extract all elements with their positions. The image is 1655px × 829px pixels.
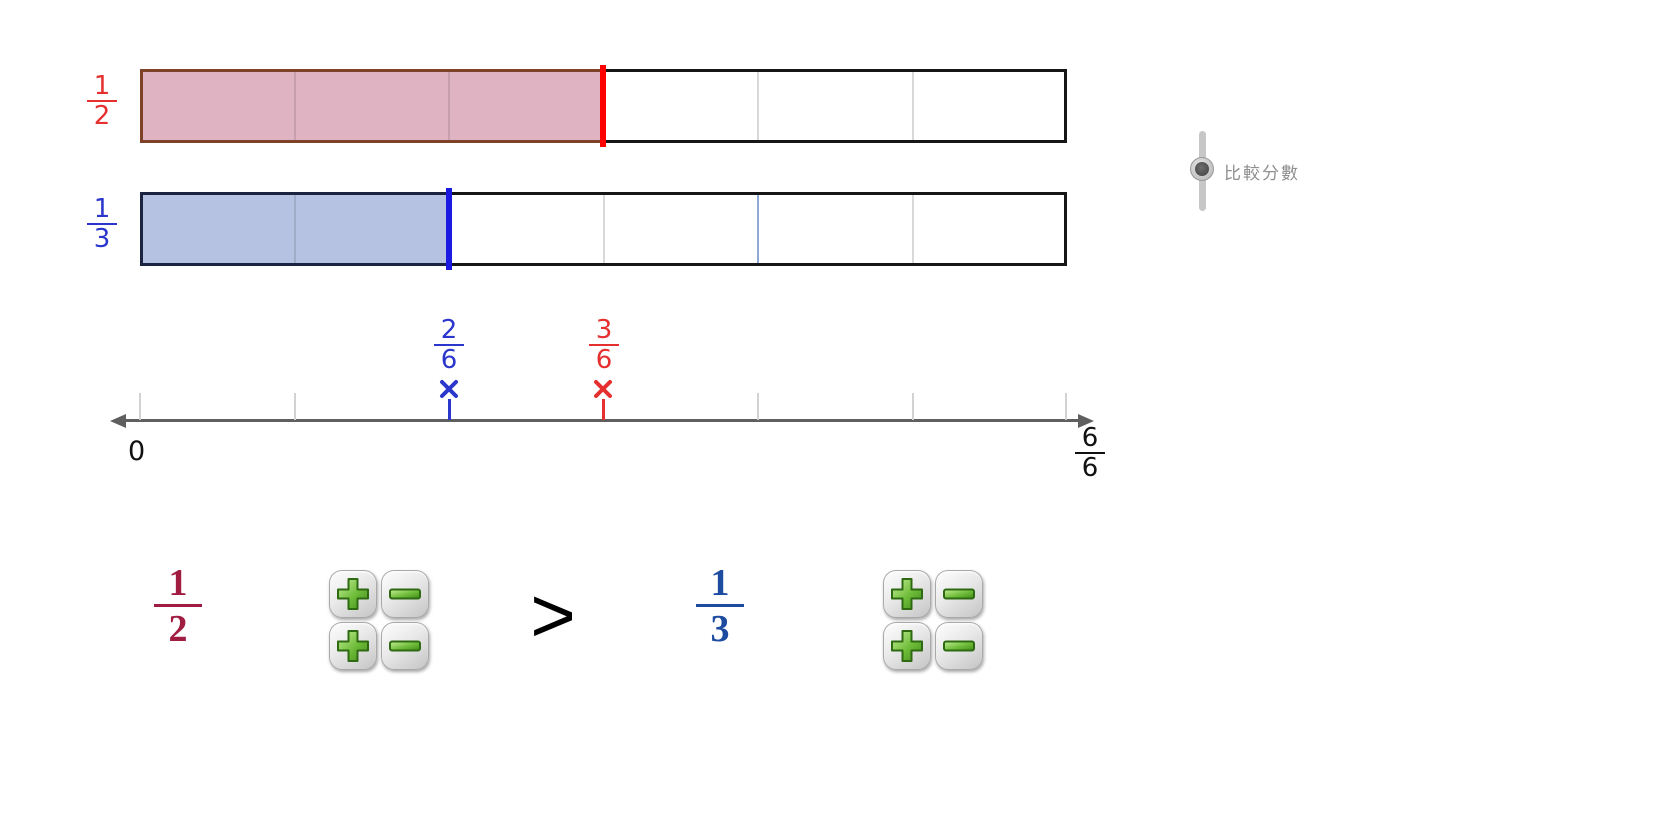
blue-bar-divider-1 — [294, 195, 296, 263]
right-numerator-plus-button[interactable] — [883, 570, 931, 618]
red-point-label: 3 6 — [589, 316, 619, 374]
red-cross-marker[interactable] — [593, 379, 613, 399]
blue-point-stem — [448, 399, 451, 420]
blue-bar-divider-3 — [603, 195, 605, 263]
number-line — [124, 419, 1080, 422]
plus-icon — [891, 630, 923, 662]
right-denominator-minus-button[interactable] — [935, 622, 983, 670]
number-line-zero-label: 0 — [128, 436, 146, 467]
comparison-operator: > — [530, 570, 576, 659]
blue-bar-fraction-label: 1 3 — [87, 195, 117, 253]
right-fraction-display: 1 3 — [696, 562, 744, 650]
tick-5-6 — [912, 393, 914, 420]
right-denominator-plus-button[interactable] — [883, 622, 931, 670]
tick-4-6 — [757, 393, 759, 420]
red-point-stem — [602, 399, 605, 420]
tick-6-6 — [1065, 393, 1067, 420]
right-numerator-minus-button[interactable] — [935, 570, 983, 618]
plus-icon — [337, 630, 369, 662]
red-bar-divider-2 — [448, 72, 450, 140]
left-denominator-plus-button[interactable] — [329, 622, 377, 670]
minus-icon — [943, 640, 975, 652]
left-numerator-minus-button[interactable] — [381, 570, 429, 618]
number-line-right-arrow-icon — [1078, 413, 1094, 428]
minus-icon — [389, 640, 421, 652]
compare-fractions-slider-label: 比較分數 — [1224, 164, 1300, 183]
blue-bar-drag-handle[interactable] — [446, 188, 452, 270]
left-numerator-plus-button[interactable] — [329, 570, 377, 618]
blue-bar-divider-5 — [912, 195, 914, 263]
plus-icon — [337, 578, 369, 610]
tick-1-6 — [294, 393, 296, 420]
plus-icon — [891, 578, 923, 610]
minus-icon — [943, 588, 975, 600]
blue-point-label: 2 6 — [434, 316, 464, 374]
blue-bar-two-thirds-mark — [757, 195, 759, 263]
red-bar-filled-region — [140, 69, 604, 143]
red-bar-divider-4 — [757, 72, 759, 140]
left-fraction-display: 1 2 — [154, 562, 202, 650]
blue-cross-marker[interactable] — [439, 379, 459, 399]
red-bar-fraction-label: 1 2 — [87, 72, 117, 130]
tick-0 — [139, 393, 141, 420]
number-line-left-arrow-icon — [110, 413, 126, 428]
minus-icon — [389, 588, 421, 600]
compare-fractions-slider-knob[interactable] — [1190, 157, 1214, 181]
number-line-end-label: 6 6 — [1075, 424, 1105, 482]
left-denominator-minus-button[interactable] — [381, 622, 429, 670]
red-bar-drag-handle[interactable] — [600, 65, 606, 147]
red-bar-divider-1 — [294, 72, 296, 140]
red-bar-divider-5 — [912, 72, 914, 140]
